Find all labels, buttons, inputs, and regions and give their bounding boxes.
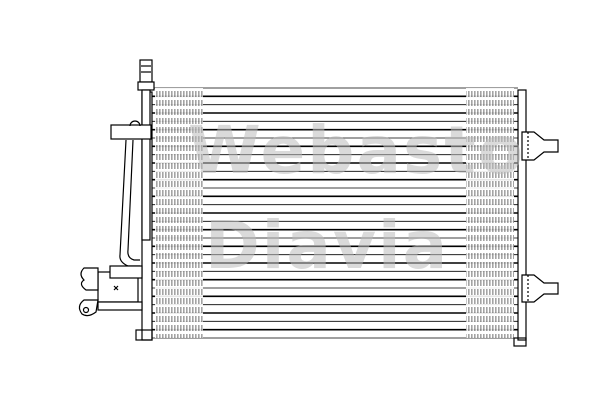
right-mount-pin-bottom <box>521 274 559 303</box>
left-fin-band <box>155 88 203 338</box>
right-mount-pin-top <box>521 131 559 161</box>
right-fin-band <box>466 88 514 338</box>
core-tubes <box>152 87 518 339</box>
mounting-bracket <box>110 120 152 140</box>
inlet-pipe <box>137 59 155 241</box>
outlet-pipe <box>119 139 140 267</box>
connector-block <box>78 265 143 317</box>
right-header-tank <box>513 89 527 347</box>
